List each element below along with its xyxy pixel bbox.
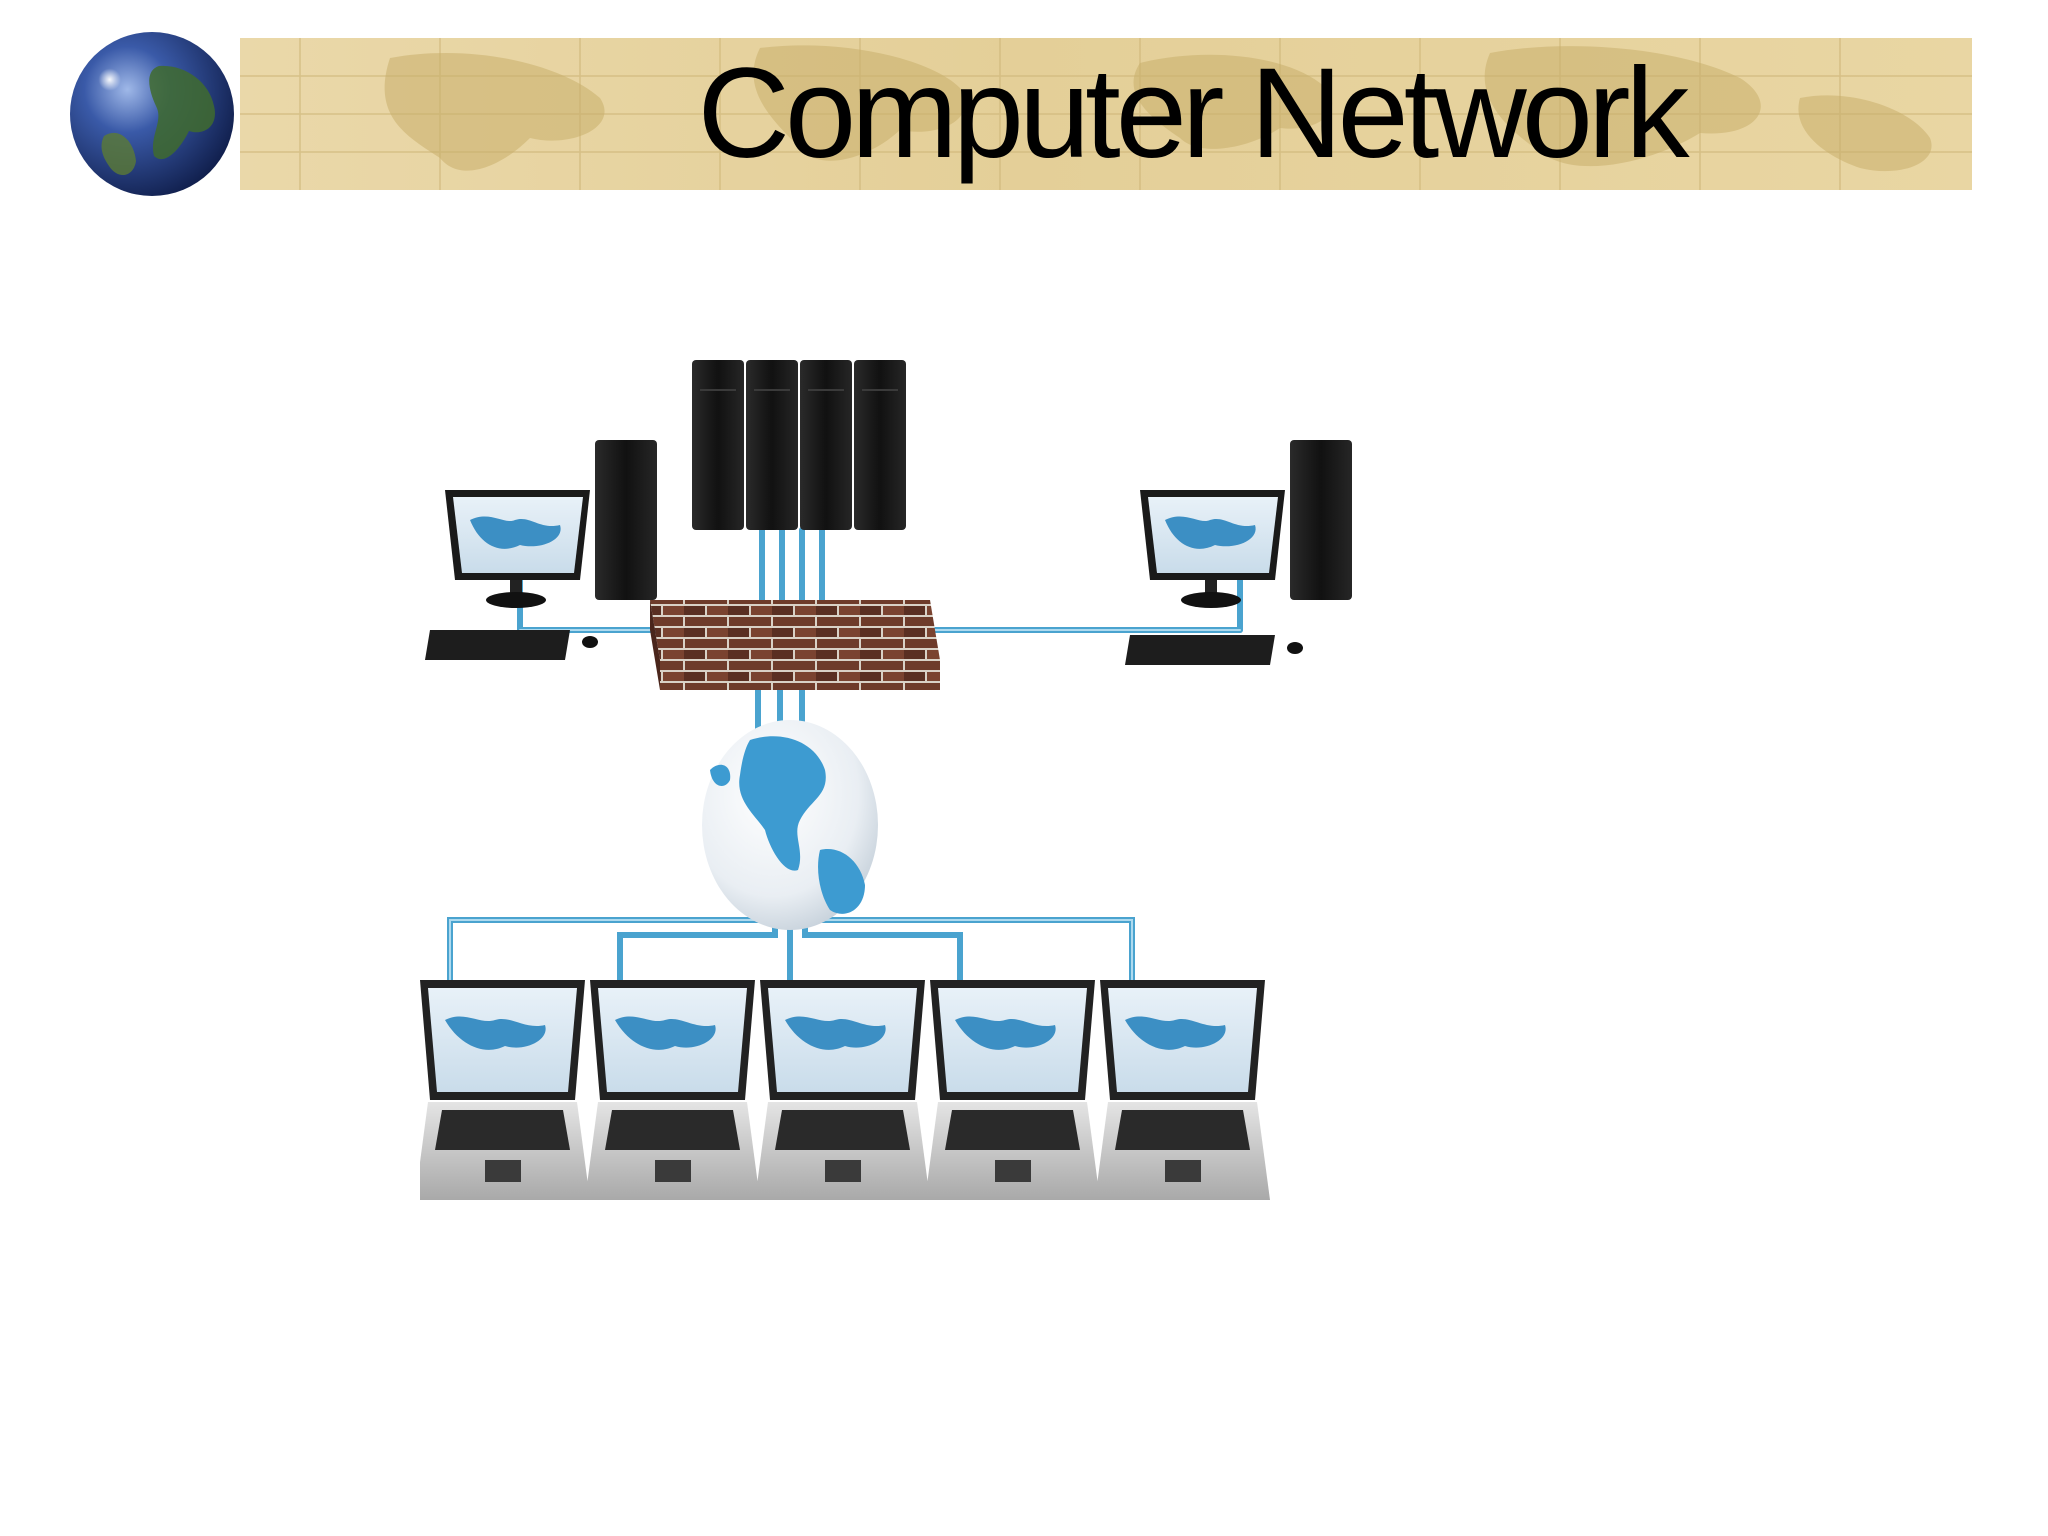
world-globe-icon: [702, 720, 878, 930]
laptop-icon: [755, 980, 930, 1200]
desktop-computer-icon: [425, 440, 657, 660]
globe-icon: [66, 28, 238, 200]
server-rack-icon: [692, 360, 906, 530]
world-map-background: [240, 38, 1972, 190]
laptop-icon: [925, 980, 1100, 1200]
desktop-computer-icon: [1125, 440, 1352, 665]
brick-wall-icon: [650, 600, 940, 690]
network-diagram: [420, 360, 1352, 1200]
title-banner: [240, 38, 1972, 190]
slide-title: Computer Network: [697, 42, 1690, 185]
laptop-icon: [585, 980, 760, 1200]
laptop-icon: [1095, 980, 1270, 1200]
laptop-icon: [420, 980, 590, 1200]
